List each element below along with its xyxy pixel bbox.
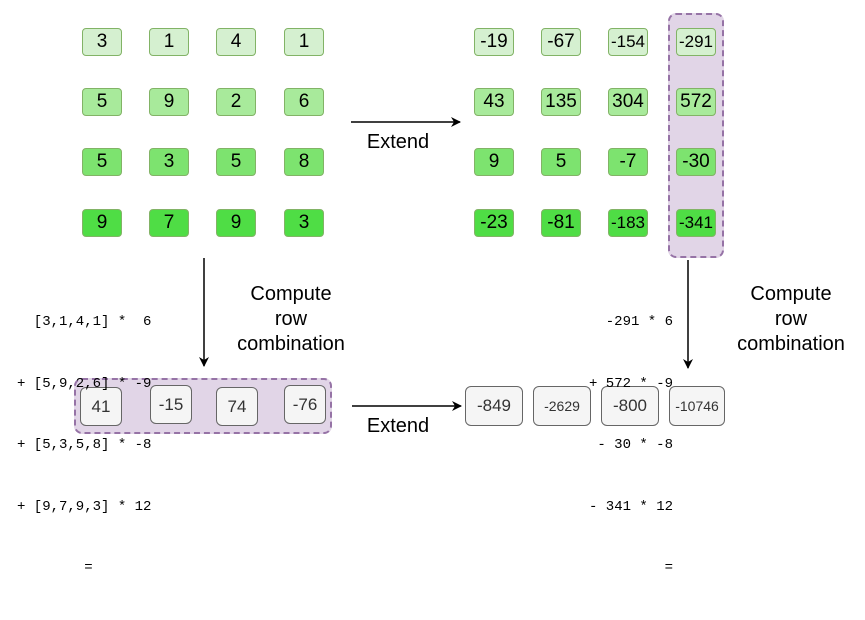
left-formula-line: [3,1,4,1] * 6 xyxy=(17,314,152,330)
compute-label-right: Compute row combination xyxy=(737,283,845,355)
right-formula-line: - 30 * -8 xyxy=(597,437,673,453)
left-matrix-cell: 1 xyxy=(284,28,324,56)
left-result-cell: -15 xyxy=(150,385,192,424)
right-matrix-cell: -67 xyxy=(541,28,581,56)
left-result-cell: 74 xyxy=(216,387,258,426)
extend-label-bottom: Extend xyxy=(366,415,430,437)
left-matrix-cell: 5 xyxy=(216,148,256,176)
right-result-cell: -800 xyxy=(601,386,659,426)
left-matrix-cell: 2 xyxy=(216,88,256,116)
diagram-canvas: 3 1 4 1 5 9 2 6 5 3 5 8 9 7 9 3 -19 -67 … xyxy=(17,13,845,576)
left-result-cell: 41 xyxy=(80,387,122,426)
arrows-layer xyxy=(199,117,693,411)
left-matrix-cell: 6 xyxy=(284,88,324,116)
right-result-cell: -10746 xyxy=(669,386,725,426)
left-matrix-cell: 1 xyxy=(149,28,189,56)
left-formula-line: + [9,7,9,3] * 12 xyxy=(17,498,152,515)
right-matrix-cell: -19 xyxy=(474,28,514,56)
right-formula-line: - 341 * 12 xyxy=(588,498,673,515)
left-matrix-cell: 4 xyxy=(216,28,256,56)
left-matrix-cell: 7 xyxy=(149,209,189,237)
right-matrix-cell: -291 xyxy=(676,28,716,56)
right-formula-line: -291 * 6 xyxy=(605,314,673,330)
left-matrix-cell: 8 xyxy=(284,148,324,176)
right-formula-line: = xyxy=(664,560,673,576)
left-matrix-cell: 5 xyxy=(82,148,122,176)
right-matrix-cell: -81 xyxy=(541,209,581,237)
compute-label-left: Compute row combination xyxy=(237,283,345,355)
right-matrix-cell: -23 xyxy=(474,209,514,237)
right-matrix-cell: 9 xyxy=(474,148,514,176)
right-matrix-cell: 135 xyxy=(541,88,581,116)
right-matrix-cell: 304 xyxy=(608,88,648,116)
left-matrix-cell: 3 xyxy=(149,148,189,176)
right-matrix-cell: -7 xyxy=(608,148,648,176)
left-formula-line: + [5,9,2,6] * -9 xyxy=(17,375,152,392)
left-matrix-cell: 9 xyxy=(149,88,189,116)
left-formula-line: = xyxy=(17,560,93,576)
left-matrix-cell: 9 xyxy=(82,209,122,237)
left-formula-line: + [5,3,5,8] * -8 xyxy=(17,437,152,453)
right-matrix-cell: -183 xyxy=(608,209,648,237)
right-matrix-cell: 5 xyxy=(541,148,581,176)
right-result-cell: -2629 xyxy=(533,386,591,426)
right-result-cell: -849 xyxy=(465,386,523,426)
right-matrix-cell: -30 xyxy=(676,148,716,176)
right-matrix-cell: 572 xyxy=(676,88,716,116)
right-matrix-cell: -154 xyxy=(608,28,648,56)
extend-label-top: Extend xyxy=(366,131,430,153)
left-matrix-cell: 5 xyxy=(82,88,122,116)
right-formula-line: + 572 * -9 xyxy=(588,375,673,392)
left-result-cell: -76 xyxy=(284,385,326,424)
left-matrix-cell: 9 xyxy=(216,209,256,237)
right-matrix-cell: 43 xyxy=(474,88,514,116)
right-matrix-cell: -341 xyxy=(676,209,716,237)
left-matrix-cell: 3 xyxy=(82,28,122,56)
left-matrix-cell: 3 xyxy=(284,209,324,237)
